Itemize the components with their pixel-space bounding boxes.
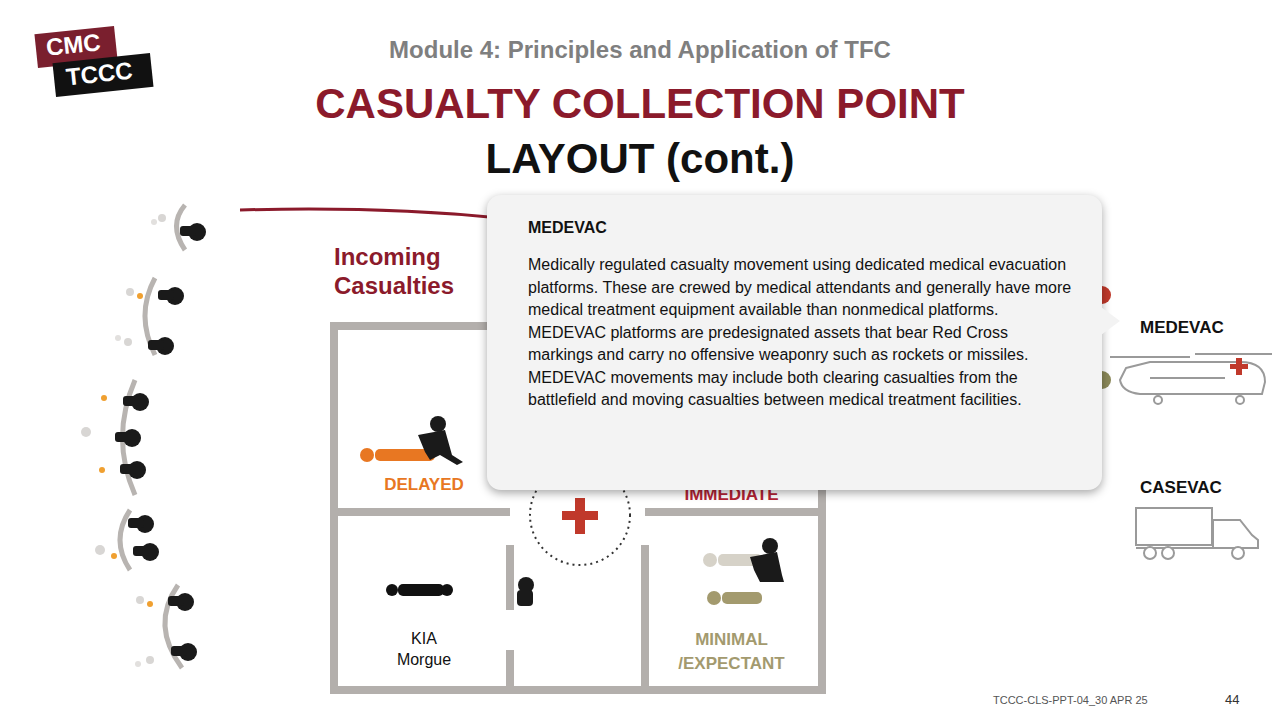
- litter-carriers: [99, 467, 105, 473]
- truck: [1232, 547, 1244, 559]
- litter-carriers: [136, 596, 144, 604]
- litter-carriers: [123, 396, 139, 406]
- litter-carriers: [115, 335, 121, 341]
- casualty-figures: [430, 416, 446, 432]
- casualty-figures: [360, 448, 374, 462]
- litter-carriers: [120, 464, 136, 474]
- litter-carriers: [180, 226, 196, 236]
- truck: [1162, 547, 1174, 559]
- morgue-room: KIA Morgue: [338, 514, 510, 686]
- page-number: 44: [1225, 692, 1239, 707]
- helicopter: [1120, 362, 1265, 394]
- helicopter: [1236, 358, 1242, 375]
- casualty-figures: [762, 538, 778, 554]
- litter-carriers: [171, 646, 187, 656]
- truck: [1136, 508, 1212, 545]
- casualty-figures: [750, 552, 784, 582]
- litter-carriers: [158, 290, 174, 300]
- litter-carriers: [111, 553, 117, 559]
- ccp-walls: [506, 650, 514, 690]
- casualty-figures: [707, 591, 721, 605]
- truck: [1136, 508, 1258, 559]
- helicopter: [1093, 286, 1272, 404]
- litter-carriers: [158, 214, 166, 222]
- casualty-figures: [703, 553, 717, 567]
- slide-title: CASUALTY COLLECTION POINT LAYOUT (cont.): [260, 76, 1020, 186]
- node-body: Medically regulated casualty movement us…: [528, 254, 1073, 412]
- litter-carriers: [101, 395, 107, 401]
- footer-code: TCCC-CLS-PPT-04_30 APR 25: [993, 694, 1148, 706]
- litter-carriers: [133, 546, 149, 556]
- treatment-area: [575, 498, 585, 534]
- flow-line: [240, 209, 500, 218]
- ccp-walls: [334, 508, 510, 516]
- litter-carriers: [147, 601, 153, 607]
- truck: [1213, 520, 1258, 548]
- vehicle-label: CASEVAC: [1140, 478, 1222, 498]
- helicopter: [1150, 377, 1225, 379]
- truck: [1144, 547, 1156, 559]
- ccp-walls: [645, 508, 822, 516]
- node-heading: KIA Morgue: [384, 628, 464, 670]
- litter-carriers: [148, 340, 164, 350]
- vehicle-label: MEDEVAC: [1140, 318, 1224, 338]
- litter-carriers: [81, 205, 206, 668]
- helicopter: [1236, 396, 1244, 404]
- helicopter: [1110, 356, 1190, 358]
- node-heading: MINIMAL /EXPECTANT: [665, 628, 798, 676]
- litter-carriers: [151, 219, 157, 225]
- litter-carriers: [137, 293, 143, 299]
- logo-text: TCCC: [65, 57, 134, 92]
- litter-carriers: [124, 338, 132, 346]
- litter-carriers: [120, 510, 130, 570]
- litter-carriers: [95, 545, 105, 555]
- node-heading: DELAYED: [338, 475, 510, 495]
- casualty-figures: [386, 584, 398, 596]
- module-heading: Module 4: Principles and Application of …: [340, 36, 940, 64]
- node-heading: Incoming Casualties: [334, 242, 504, 300]
- casualty-figures: [418, 430, 463, 465]
- litter-carriers: [81, 427, 91, 437]
- helicopter: [1154, 396, 1162, 404]
- casualty-figures: [441, 584, 453, 596]
- helicopter: [1195, 353, 1272, 355]
- delayed-room: DELAYED: [338, 330, 510, 512]
- casualty-figures: [398, 584, 444, 596]
- litter-carriers: [146, 656, 154, 664]
- node-heading: MEDEVAC: [528, 219, 1068, 237]
- litter-carriers: [115, 432, 131, 442]
- ccp-walls: [641, 545, 649, 690]
- callout-pointer: [1101, 307, 1120, 335]
- treatment-area: [517, 590, 533, 606]
- minimal-room: MINIMAL /EXPECTANT: [645, 514, 818, 686]
- litter-carriers: [128, 518, 144, 528]
- casualty-figures: [722, 592, 762, 604]
- litter-carriers: [135, 661, 141, 667]
- logo-text: CMC: [45, 28, 102, 62]
- medevac-callout: MEDEVAC Medically regulated casualty move…: [487, 195, 1102, 490]
- ccp-walls: [506, 545, 514, 610]
- litter-carriers: [126, 288, 134, 296]
- litter-carriers: [168, 596, 184, 606]
- logo: [34, 26, 153, 97]
